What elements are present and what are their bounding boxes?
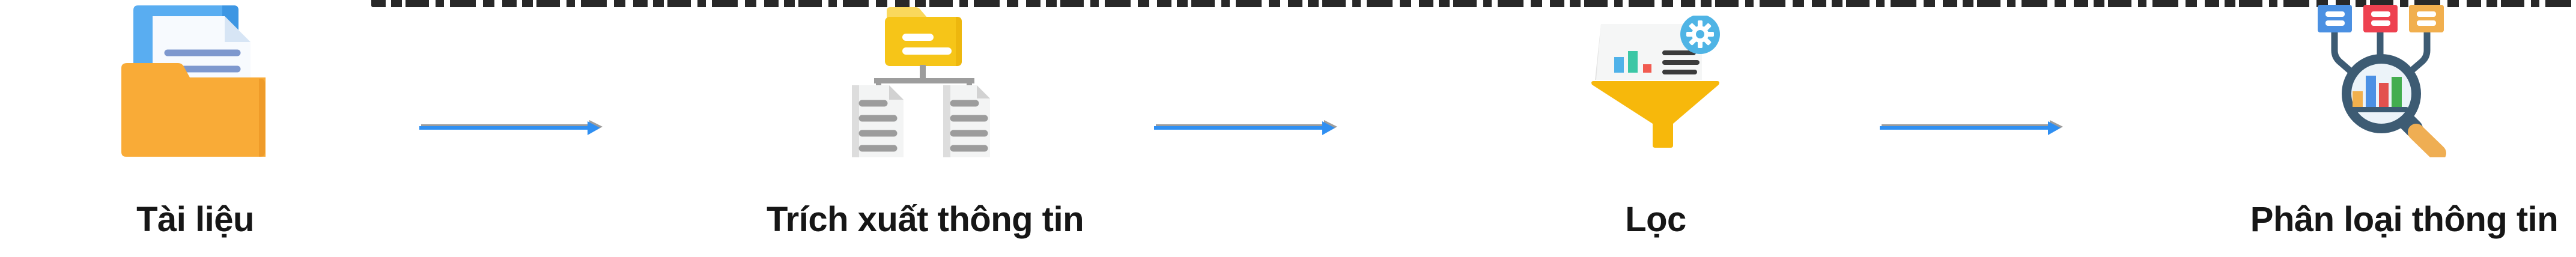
stage-label-classify: Phân loại thông tin [2250,200,2559,239]
stage-label-filter: Lọc [1625,200,1686,239]
magnifier-chart-classify-icon [2314,4,2450,162]
flow-arrow-3 [1880,120,2063,135]
flow-arrow-1 [419,120,603,135]
flow-arrow-2 [1154,120,1337,135]
stage-label-documents: Tài liệu [136,200,254,239]
open-folder-with-document-icon [121,4,271,158]
stage-label-extract: Trích xuất thông tin [766,200,1084,239]
folder-to-documents-tree-icon [852,6,991,157]
report-funnel-filter-icon [1591,14,1721,149]
clipped-text-row [371,0,2576,7]
